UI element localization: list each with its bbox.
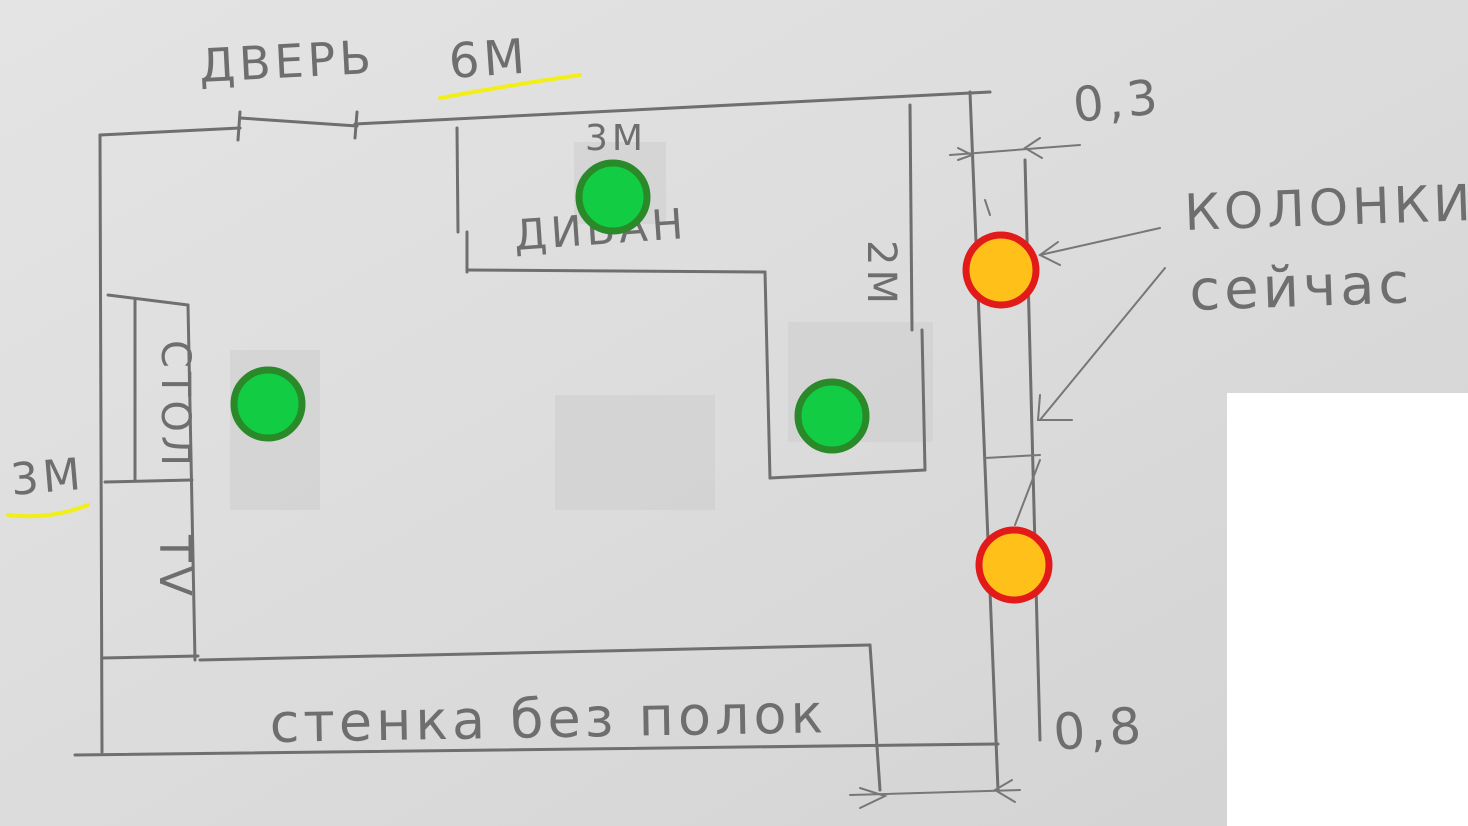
speakers-label-line1: КОЛОНКИ (1183, 174, 1468, 242)
desk-label: СТОЛ (152, 340, 198, 470)
offset-top-label: 0,3 (1070, 69, 1164, 134)
highlight-6m (438, 73, 582, 100)
dimension-0-8 (849, 779, 1021, 809)
highlight-3m (6, 503, 90, 519)
door-label: ДВЕРЬ (198, 30, 376, 93)
wall-unit-outline (198, 643, 882, 792)
green-marker (794, 378, 870, 454)
offset-bottom-label: 0,8 (1051, 696, 1147, 762)
room-outline (73, 90, 1000, 792)
sofa-length-label: 3М (585, 118, 647, 159)
patch (555, 395, 715, 510)
side-length-label: 2М (858, 240, 904, 308)
dimension-0-3 (949, 137, 1081, 161)
wall-unit-label: стенка без полок (269, 682, 827, 755)
sofa-outline (455, 103, 927, 480)
width-label: 6М (447, 29, 531, 90)
tv-label: TV (149, 534, 200, 600)
speaker-marker (975, 526, 1053, 604)
door-symbol (236, 110, 359, 142)
markers (230, 159, 1053, 604)
green-marker (230, 366, 306, 442)
green-marker (575, 159, 651, 235)
height-label: 3М (9, 449, 87, 506)
speaker-arrows (1036, 227, 1166, 421)
speakers-label-line2: сейчас (1188, 251, 1414, 324)
speaker-marker (962, 231, 1040, 309)
desk-tv-outline (100, 293, 200, 662)
